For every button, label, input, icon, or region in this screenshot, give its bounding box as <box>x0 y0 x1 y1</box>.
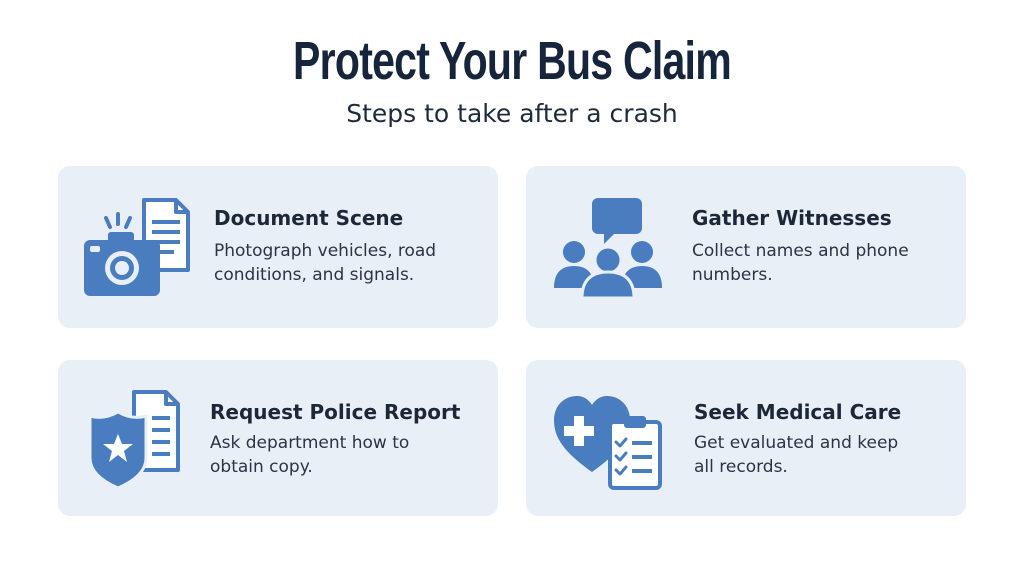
card-description-line: conditions, and signals. <box>214 265 415 285</box>
card-description-line: Ask department how to <box>210 433 410 453</box>
card-description: Get evaluated and keep all records. <box>694 431 898 479</box>
card-document-scene: Document Scene Photograph vehicles, road… <box>58 166 498 328</box>
card-heading: Document Scene <box>214 206 404 230</box>
camera-document-icon <box>84 198 190 296</box>
card-heading: Gather Witnesses <box>692 206 892 230</box>
police-badge-document-icon <box>88 390 180 490</box>
card-description: Photograph vehicles, road conditions, an… <box>214 239 436 287</box>
card-gather-witnesses: Gather Witnesses Collect names and phone… <box>526 166 966 328</box>
people-chat-icon <box>554 198 662 300</box>
card-description: Ask department how to obtain copy. <box>210 431 409 479</box>
card-description-line: all records. <box>694 457 788 477</box>
card-description-line: Photograph vehicles, road <box>214 241 437 261</box>
heart-clipboard-icon <box>554 396 662 490</box>
card-description-line: Get evaluated and keep <box>694 433 899 453</box>
card-description-line: obtain copy. <box>210 457 313 477</box>
card-seek-medical-care: Seek Medical Care Get evaluated and keep… <box>526 360 966 516</box>
page-title: Protect Your Bus Claim <box>293 31 732 91</box>
card-description: Collect names and phone numbers. <box>692 239 909 287</box>
card-heading: Seek Medical Care <box>694 400 902 424</box>
card-description-line: numbers. <box>692 265 773 285</box>
card-heading: Request Police Report <box>210 400 461 424</box>
page-subtitle: Steps to take after a crash <box>346 99 678 128</box>
card-request-police-report: Request Police Report Ask department how… <box>58 360 498 516</box>
card-description-line: Collect names and phone <box>692 241 909 261</box>
